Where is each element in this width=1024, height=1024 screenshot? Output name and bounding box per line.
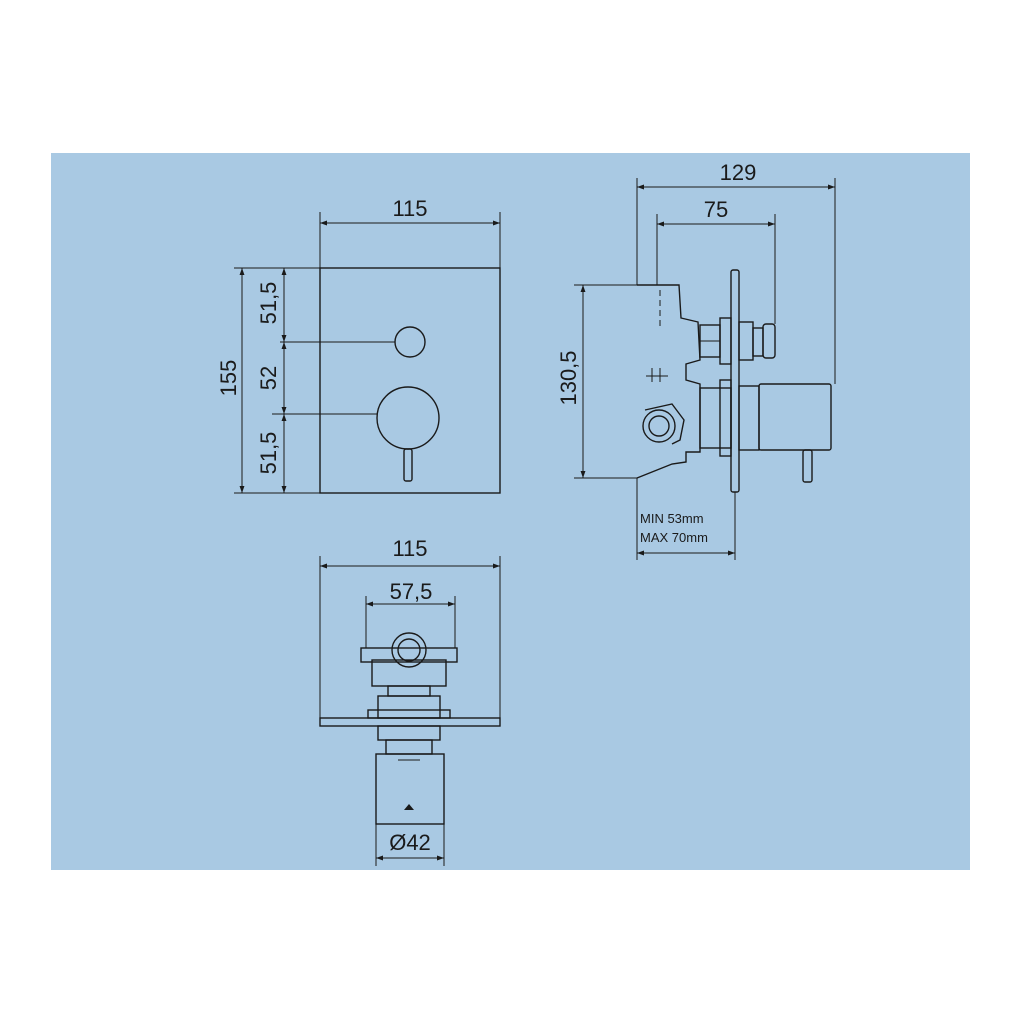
top-view: 115 57,5 Ø42 [319, 536, 501, 866]
front-height-label: 155 [216, 360, 241, 397]
front-bottom-segment-label: 51,5 [256, 432, 281, 475]
front-top-segment-label: 51,5 [256, 282, 281, 325]
top-inlet-inner [397, 638, 421, 662]
side-overall-depth-label: 129 [720, 160, 757, 185]
top-body-width-label: 57,5 [390, 579, 433, 604]
inlet-outer [642, 409, 676, 443]
diverter-knob-side [762, 323, 776, 359]
wall-max-label: MAX 70mm [640, 530, 708, 545]
side-view: 129 75 130,5 MIN 53mm MAX 70mm [556, 160, 836, 560]
drawing-background [51, 153, 970, 870]
inlet-inner [648, 415, 670, 437]
top-inlet-outer [391, 632, 427, 668]
front-view: 115 155 51,5 52 51,5 [216, 196, 501, 494]
top-width-label: 115 [392, 536, 427, 561]
front-middle-segment-label: 52 [256, 366, 281, 390]
handle-diameter-label: Ø42 [389, 830, 431, 855]
top-mixer-handle [375, 753, 445, 825]
valve-body [636, 284, 701, 479]
mixer-handle-side [758, 383, 832, 451]
front-width-label: 115 [392, 196, 427, 221]
mixer-lever [403, 448, 413, 482]
front-cover-plate [319, 267, 501, 494]
mixer-lever-side [802, 449, 813, 483]
wall-min-label: MIN 53mm [640, 511, 704, 526]
side-body-depth-label: 75 [704, 197, 728, 222]
side-body-height-label: 130,5 [556, 350, 581, 405]
